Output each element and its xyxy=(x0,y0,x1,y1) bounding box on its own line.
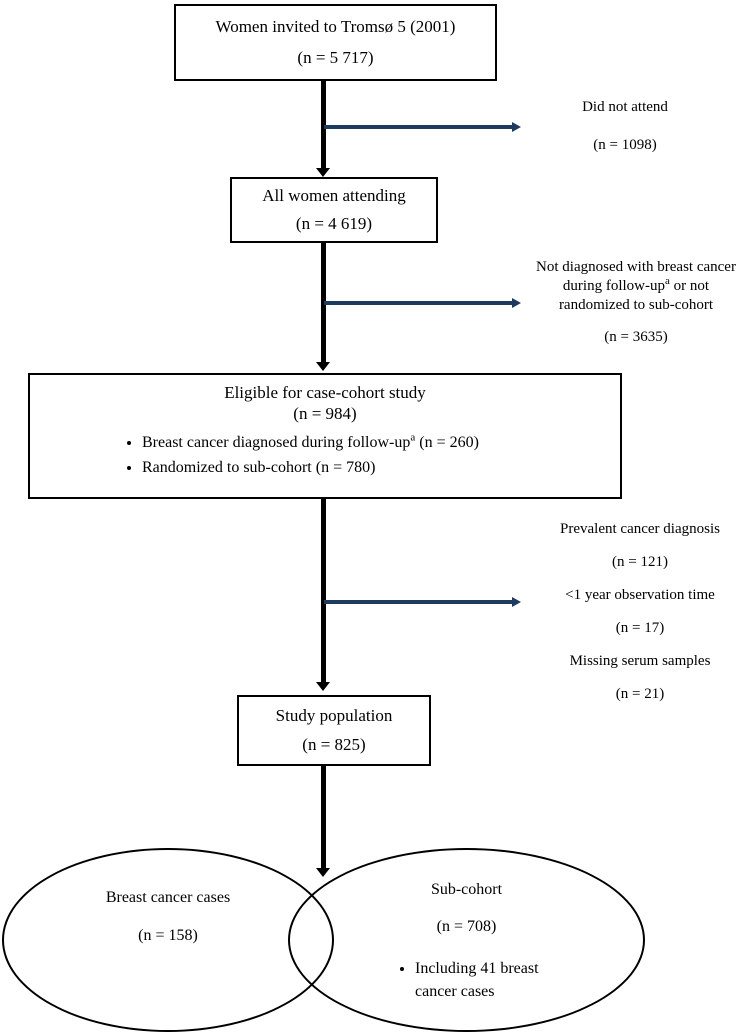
ellipse-subcohort-title: Sub-cohort xyxy=(430,881,503,898)
label-observation-time-n: (n = 17) xyxy=(615,620,665,636)
box-study-population-title: Study population xyxy=(275,706,393,725)
ellipse-breast-cancer-cases: Breast cancer cases (n = 158) xyxy=(2,848,334,1032)
box-study-population: Study population (n = 825) xyxy=(237,695,431,766)
arrow-down-3-stem xyxy=(321,499,326,682)
label-did-not-attend-text: Did not attend xyxy=(582,99,668,115)
box-eligible-bullet-cases: Breast cancer diagnosed during follow-up… xyxy=(142,430,620,455)
arrow-down-4-head xyxy=(316,868,330,877)
ellipse-subcohort-bullet-line1: Including 41 breast xyxy=(415,960,539,977)
footnote-a-marker: a xyxy=(665,275,670,287)
label-missing-serum: Missing serum samples xyxy=(569,653,711,669)
ellipse-subcohort-bullet-list: Including 41 breast cancer cases xyxy=(290,957,643,1003)
box-eligible-bullet-cases-pre: Breast cancer diagnosed during follow-up xyxy=(142,434,411,451)
label-not-diagnosed-line3: randomized to sub-cohort xyxy=(558,297,714,313)
box-eligible-bullet-list: Breast cancer diagnosed during follow-up… xyxy=(30,430,620,480)
ellipse-cases-title: Breast cancer cases xyxy=(105,889,231,906)
box-eligible-bullet-subcohort: Randomized to sub-cohort (n = 780) xyxy=(142,455,620,480)
box-women-invited-title: Women invited to Tromsø 5 (2001) xyxy=(215,17,456,36)
label-not-diagnosed-n: (n = 3635) xyxy=(604,329,668,345)
label-study-exclusions: Prevalent cancer diagnosis (n = 121) <1 … xyxy=(530,520,750,718)
arrow-down-2-stem xyxy=(321,243,326,362)
box-eligible-case-cohort: Eligible for case-cohort study (n = 984)… xyxy=(28,373,622,499)
arrow-side-3-stem xyxy=(324,600,512,604)
ellipse-cases-n: (n = 158) xyxy=(138,927,198,944)
label-observation-time: <1 year observation time xyxy=(565,587,715,603)
label-did-not-attend-n: (n = 1098) xyxy=(593,137,657,153)
arrow-side-2-head xyxy=(512,298,521,308)
label-not-diagnosed-line1: Not diagnosed with breast cancer xyxy=(536,259,736,275)
arrow-down-1-stem xyxy=(321,81,326,168)
label-did-not-attend: Did not attend (n = 1098) xyxy=(530,98,720,155)
box-eligible-title: Eligible for case-cohort study xyxy=(224,383,426,402)
arrow-down-2-head xyxy=(316,362,330,371)
box-eligible-bullet-cases-post: (n = 260) xyxy=(415,434,479,451)
label-not-diagnosed-line2-pre: during follow-up xyxy=(562,278,665,294)
box-all-women-attending-n: (n = 4 619) xyxy=(295,213,373,233)
label-prevalent-cancer-n: (n = 121) xyxy=(612,554,668,570)
arrow-down-1-head xyxy=(316,168,330,177)
box-all-women-attending: All women attending (n = 4 619) xyxy=(230,177,438,243)
ellipse-subcohort-n: (n = 708) xyxy=(436,918,497,935)
arrow-down-4-stem xyxy=(321,766,326,868)
box-women-invited: Women invited to Tromsø 5 (2001) (n = 5 … xyxy=(174,4,497,81)
label-not-diagnosed-line2-post: or not xyxy=(669,278,710,294)
arrow-side-2-stem xyxy=(324,301,512,305)
ellipse-subcohort-bullet: Including 41 breast cancer cases xyxy=(415,957,643,1003)
arrow-side-1-stem xyxy=(324,125,512,129)
label-missing-serum-n: (n = 21) xyxy=(615,686,665,702)
arrow-down-3-head xyxy=(316,682,330,691)
ellipse-subcohort-bullet-line2: cancer cases xyxy=(415,983,495,1000)
arrow-side-3-head xyxy=(512,597,521,607)
box-study-population-n: (n = 825) xyxy=(302,735,366,754)
label-not-diagnosed: Not diagnosed with breast cancer during … xyxy=(522,258,750,347)
footnote-a-marker: a xyxy=(410,431,416,444)
box-eligible-n: (n = 984) xyxy=(293,404,357,423)
label-prevalent-cancer: Prevalent cancer diagnosis xyxy=(560,521,720,537)
label-not-diagnosed-line2: during follow-upa or not xyxy=(522,275,750,296)
arrow-side-1-head xyxy=(512,122,521,132)
box-women-invited-n: (n = 5 717) xyxy=(297,48,374,67)
box-all-women-attending-title: All women attending xyxy=(262,186,406,206)
ellipse-subcohort: Sub-cohort (n = 708) Including 41 breast… xyxy=(288,848,645,1032)
